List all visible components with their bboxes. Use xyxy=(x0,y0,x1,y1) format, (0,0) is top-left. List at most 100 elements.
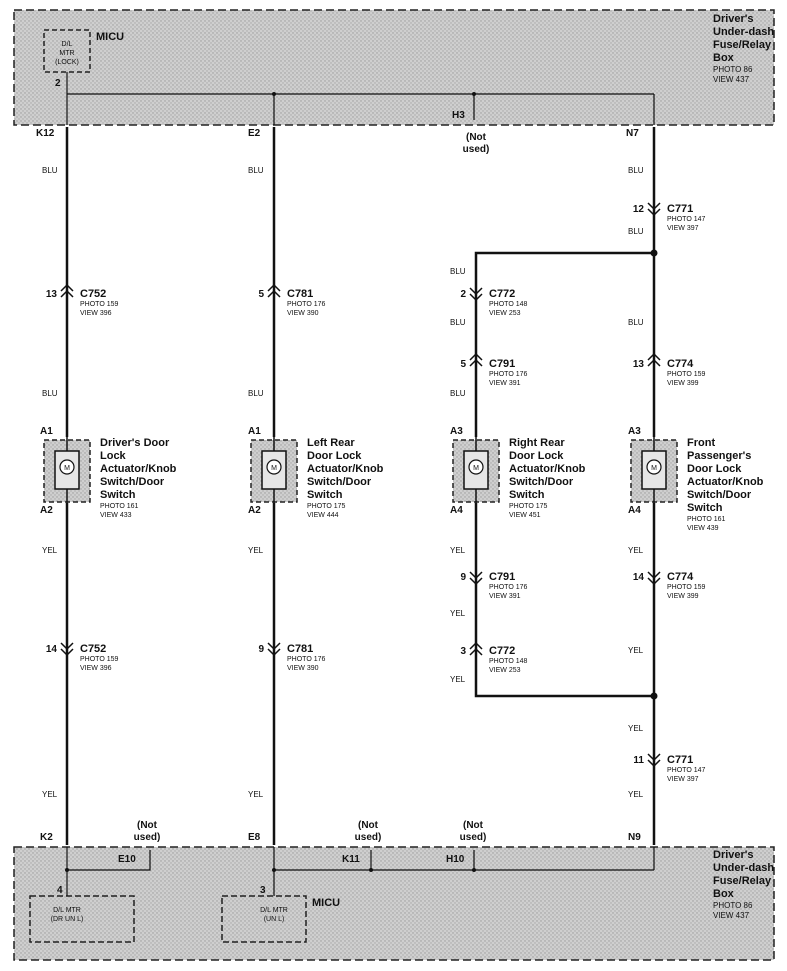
svg-text:C791: C791 xyxy=(489,571,515,583)
terminal-n9: N9 xyxy=(628,832,641,843)
svg-text:PHOTO 161: PHOTO 161 xyxy=(100,503,138,510)
svg-text:PHOTO 176: PHOTO 176 xyxy=(287,301,325,308)
connector-c774-upper: 13 C774 PHOTO 159 VIEW 399 xyxy=(633,352,705,387)
svg-text:PHOTO 176: PHOTO 176 xyxy=(489,371,527,378)
svg-text:12: 12 xyxy=(633,204,645,215)
svg-text:Front: Front xyxy=(687,437,715,449)
top-component-line-2: MTR xyxy=(59,50,74,57)
svg-text:9: 9 xyxy=(258,644,264,655)
connector-c771-lower: 11 C771 PHOTO 147 VIEW 397 xyxy=(633,753,705,783)
svg-text:5: 5 xyxy=(258,289,264,300)
svg-text:Switch/Door: Switch/Door xyxy=(509,476,574,488)
svg-text:YEL: YEL xyxy=(450,546,466,555)
svg-text:PHOTO 159: PHOTO 159 xyxy=(80,656,118,663)
connector-c791-lower: 9 C791 PHOTO 176 VIEW 391 xyxy=(460,571,527,600)
svg-text:PHOTO 176: PHOTO 176 xyxy=(287,656,325,663)
svg-text:BLU: BLU xyxy=(248,166,264,175)
terminal-h10-note-2: used) xyxy=(460,832,487,843)
terminal-k2: K2 xyxy=(40,832,53,843)
svg-text:YEL: YEL xyxy=(248,790,264,799)
svg-text:C752: C752 xyxy=(80,643,106,655)
svg-text:(DR UN L): (DR UN L) xyxy=(51,916,84,923)
svg-text:PHOTO 159: PHOTO 159 xyxy=(667,371,705,378)
svg-text:PHOTO 148: PHOTO 148 xyxy=(489,658,527,665)
connector-c781-lower: 9 C781 PHOTO 176 VIEW 390 xyxy=(258,642,325,672)
svg-text:BLU: BLU xyxy=(450,389,466,398)
svg-text:Actuator/Knob: Actuator/Knob xyxy=(307,463,384,475)
switch-drivers-door: M A1 A2 Driver's Door Lock Actuator/Knob… xyxy=(40,426,177,519)
svg-text:VIEW 396: VIEW 396 xyxy=(80,310,112,317)
svg-text:Door Lock: Door Lock xyxy=(509,450,564,462)
splice-bottom xyxy=(650,692,658,700)
motor-icon xyxy=(59,459,75,475)
svg-text:VIEW 444: VIEW 444 xyxy=(307,512,339,519)
terminal-k11-note-2: used) xyxy=(355,832,382,843)
svg-text:YEL: YEL xyxy=(248,546,264,555)
svg-text:BLU: BLU xyxy=(248,389,264,398)
svg-text:14: 14 xyxy=(46,644,58,655)
top-box-pin: 2 xyxy=(55,78,61,89)
motor-icon xyxy=(646,459,662,475)
svg-text:M: M xyxy=(651,465,657,472)
terminal-k11: K11 xyxy=(342,854,360,865)
top-fuse-relay-box: D/L MTR (LOCK) MICU 2 Driver's Under-das… xyxy=(13,9,775,126)
svg-text:Lock: Lock xyxy=(100,450,127,462)
connector-c772-upper: 2 C772 PHOTO 148 VIEW 253 xyxy=(460,287,527,317)
svg-text:2: 2 xyxy=(460,289,466,300)
svg-text:YEL: YEL xyxy=(42,546,58,555)
svg-text:YEL: YEL xyxy=(628,646,644,655)
svg-text:A2: A2 xyxy=(40,505,53,516)
svg-text:Door Lock: Door Lock xyxy=(687,463,742,475)
svg-text:11: 11 xyxy=(633,755,644,766)
svg-text:YEL: YEL xyxy=(628,790,644,799)
svg-text:C752: C752 xyxy=(80,288,106,300)
svg-text:VIEW 397: VIEW 397 xyxy=(667,776,699,783)
svg-text:Switch: Switch xyxy=(307,489,343,501)
connector-c771-upper: 12 C771 PHOTO 147 VIEW 397 xyxy=(633,202,705,232)
top-box-view: VIEW 437 xyxy=(713,75,750,84)
svg-text:C771: C771 xyxy=(667,754,693,766)
svg-text:VIEW 253: VIEW 253 xyxy=(489,667,521,674)
svg-text:Under-dash: Under-dash xyxy=(713,862,774,874)
connector-c752-upper: 13 C752 PHOTO 159 VIEW 396 xyxy=(46,283,118,317)
svg-text:YEL: YEL xyxy=(628,546,644,555)
connector-c752-lower: 14 C752 PHOTO 159 VIEW 396 xyxy=(46,642,118,672)
terminal-n7: N7 xyxy=(626,128,639,139)
svg-text:Driver's: Driver's xyxy=(713,849,754,861)
bottom-fuse-relay-box: D/L MTR (DR UN L) D/L MTR (UN L) MICU 4 … xyxy=(13,846,775,961)
top-dl-mtr-component xyxy=(43,29,91,73)
svg-text:VIEW 253: VIEW 253 xyxy=(489,310,521,317)
svg-text:C774: C774 xyxy=(667,358,694,370)
motor-icon xyxy=(266,459,282,475)
motor-icon xyxy=(468,459,484,475)
svg-text:VIEW 391: VIEW 391 xyxy=(489,593,521,600)
svg-text:VIEW 399: VIEW 399 xyxy=(667,593,699,600)
wires xyxy=(65,127,656,845)
svg-text:VIEW 399: VIEW 399 xyxy=(667,380,699,387)
svg-text:Right Rear: Right Rear xyxy=(509,437,565,449)
terminal-k11-note-1: (Not xyxy=(358,820,379,831)
svg-text:YEL: YEL xyxy=(450,675,466,684)
terminal-h3: H3 xyxy=(452,110,465,121)
svg-text:3: 3 xyxy=(460,646,466,657)
switch-front-passengers-door: M A3 A4 Front Passenger's Door Lock Actu… xyxy=(628,426,764,532)
svg-text:13: 13 xyxy=(633,359,645,370)
terminal-h10-note-1: (Not xyxy=(463,820,484,831)
svg-text:BLU: BLU xyxy=(628,227,644,236)
svg-text:PHOTO 147: PHOTO 147 xyxy=(667,216,705,223)
svg-text:(UN L): (UN L) xyxy=(264,916,285,923)
svg-text:PHOTO 159: PHOTO 159 xyxy=(80,301,118,308)
svg-text:4: 4 xyxy=(57,885,63,896)
svg-text:D/L MTR: D/L MTR xyxy=(53,907,81,914)
svg-text:BLU: BLU xyxy=(42,166,58,175)
svg-text:VIEW 391: VIEW 391 xyxy=(489,380,521,387)
svg-text:VIEW 390: VIEW 390 xyxy=(287,310,319,317)
svg-text:Switch: Switch xyxy=(687,502,723,514)
connector-c772-lower: 3 C772 PHOTO 148 VIEW 253 xyxy=(460,641,527,674)
svg-text:Switch/Door: Switch/Door xyxy=(100,476,165,488)
connector-c781-upper: 5 C781 PHOTO 176 VIEW 390 xyxy=(258,283,325,317)
svg-text:BLU: BLU xyxy=(628,318,644,327)
svg-text:M: M xyxy=(473,465,479,472)
svg-text:PHOTO 159: PHOTO 159 xyxy=(667,584,705,591)
